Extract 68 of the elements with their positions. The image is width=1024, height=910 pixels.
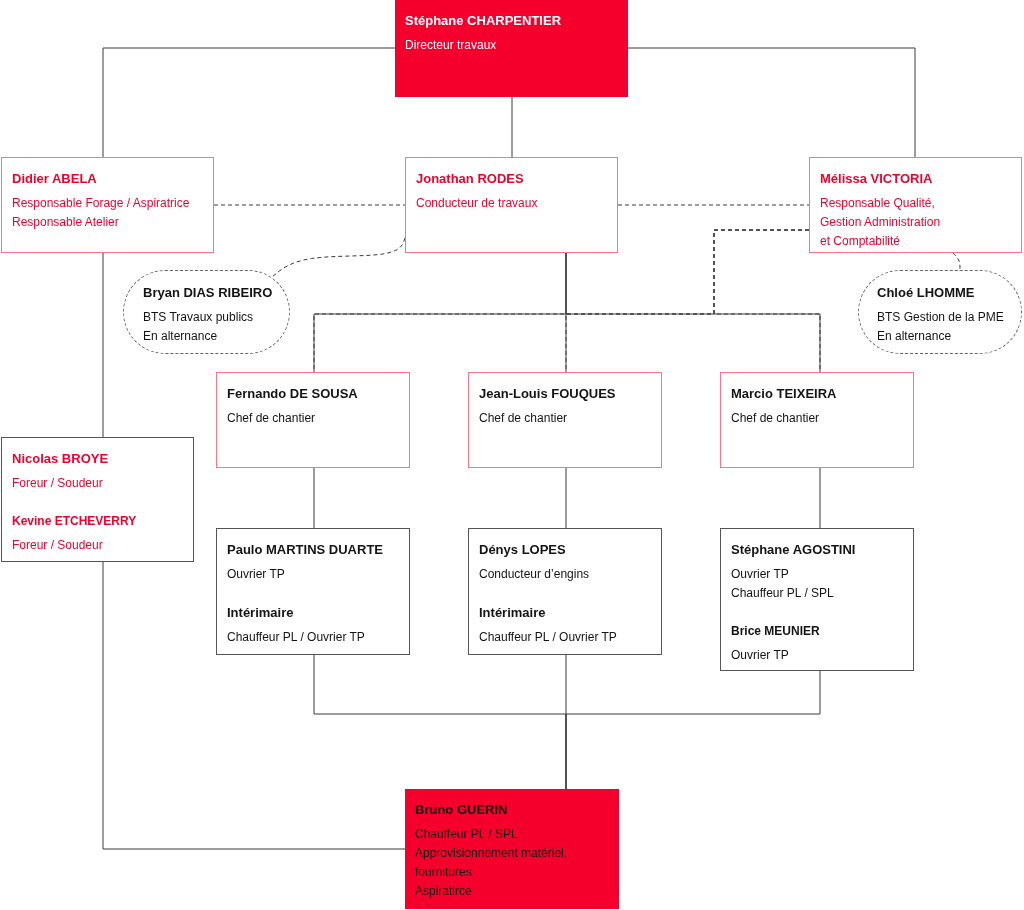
person-name: Marcio TEIXEIRA bbox=[731, 385, 837, 403]
person-name: Kevine ETCHEVERRY bbox=[12, 513, 137, 530]
job-title: Responsable Forage / Aspiratrice bbox=[12, 195, 190, 212]
person-name: Jean-Louis FOUQUES bbox=[479, 385, 616, 403]
job-title: Chauffeur PL / SPL bbox=[415, 826, 518, 843]
person-name: Jonathan RODES bbox=[416, 170, 524, 188]
job-title: Chauffeur PL / Ouvrier TP bbox=[479, 629, 617, 646]
job-title: Foreur / Soudeur bbox=[12, 475, 103, 492]
job-title: En alternance bbox=[877, 328, 952, 345]
dashed-connector bbox=[617, 204, 810, 206]
job-title: Approvisionnement matériel, fournitures bbox=[415, 845, 569, 881]
job-title: Ouvrier TP bbox=[731, 566, 789, 583]
person-name: Chloé LHOMME bbox=[877, 284, 975, 302]
person-card bbox=[405, 157, 618, 253]
person-name: Bryan DIAS RIBEIRO bbox=[143, 284, 273, 302]
person-card bbox=[720, 528, 914, 671]
person-name: Didier ABELA bbox=[12, 170, 97, 188]
person-name: Paulo MARTINS DUARTE bbox=[227, 541, 383, 559]
job-title: Directeur travaux bbox=[405, 37, 497, 54]
person-name: Fernando DE SOUSA bbox=[227, 385, 358, 403]
person-name: Brice MEUNIER bbox=[731, 623, 820, 640]
connector-line bbox=[102, 252, 104, 438]
person-card bbox=[395, 0, 628, 97]
person-card bbox=[405, 789, 619, 909]
job-title: Ouvrier TP bbox=[731, 647, 789, 664]
section-heading: Intérimaire bbox=[479, 604, 546, 622]
person-name: Bruno GUERIN bbox=[415, 801, 508, 819]
job-title: Conducteur d’engins bbox=[479, 566, 590, 583]
connector-line bbox=[819, 467, 821, 529]
connector-line bbox=[511, 96, 513, 158]
job-title: Chef de chantier bbox=[479, 410, 568, 427]
job-title: Responsable Qualité, Gestion Administration et Comptabilité bbox=[820, 195, 942, 250]
job-title: Ouvrier TP bbox=[227, 566, 285, 583]
person-name: Mélissa VICTORIA bbox=[820, 170, 933, 188]
connector-line bbox=[313, 467, 315, 529]
dashed-connector bbox=[952, 252, 961, 271]
person-card bbox=[216, 528, 410, 655]
connector-line bbox=[627, 47, 916, 158]
connector-line bbox=[565, 467, 567, 529]
job-title: Aspiratirce bbox=[415, 883, 472, 900]
person-name: Nicolas BROYE bbox=[12, 450, 109, 468]
person-card bbox=[1, 437, 194, 562]
person-card bbox=[809, 157, 1022, 253]
person-card bbox=[468, 372, 662, 468]
job-title: En alternance bbox=[143, 328, 218, 345]
job-title: Responsable Atelier bbox=[12, 214, 119, 231]
person-card bbox=[468, 528, 662, 655]
person-card bbox=[720, 372, 914, 468]
job-title: Chauffeur PL / SPL bbox=[731, 585, 834, 602]
dashed-connector bbox=[271, 237, 406, 278]
job-title: Chef de chantier bbox=[227, 410, 316, 427]
job-title: BTS Gestion de la PME bbox=[877, 309, 1004, 326]
person-name: Dénys LOPES bbox=[479, 541, 566, 559]
connector-line bbox=[565, 252, 821, 373]
job-title: Chauffeur PL / Ouvrier TP bbox=[227, 629, 365, 646]
connector-line bbox=[102, 47, 396, 158]
connector-line bbox=[565, 670, 821, 790]
job-title: BTS Travaux publics bbox=[143, 309, 254, 326]
person-name: Stéphane CHARPENTIER bbox=[405, 12, 562, 30]
job-title: Conducteur de travaux bbox=[416, 195, 538, 212]
person-card bbox=[1, 157, 214, 253]
dashed-connector bbox=[213, 204, 406, 206]
job-title: Chef de chantier bbox=[731, 410, 820, 427]
person-name: Stéphane AGOSTINI bbox=[731, 541, 856, 559]
job-title: Foreur / Soudeur bbox=[12, 537, 103, 554]
connector-line bbox=[102, 561, 406, 850]
person-card bbox=[216, 372, 410, 468]
section-heading: Intérimaire bbox=[227, 604, 294, 622]
